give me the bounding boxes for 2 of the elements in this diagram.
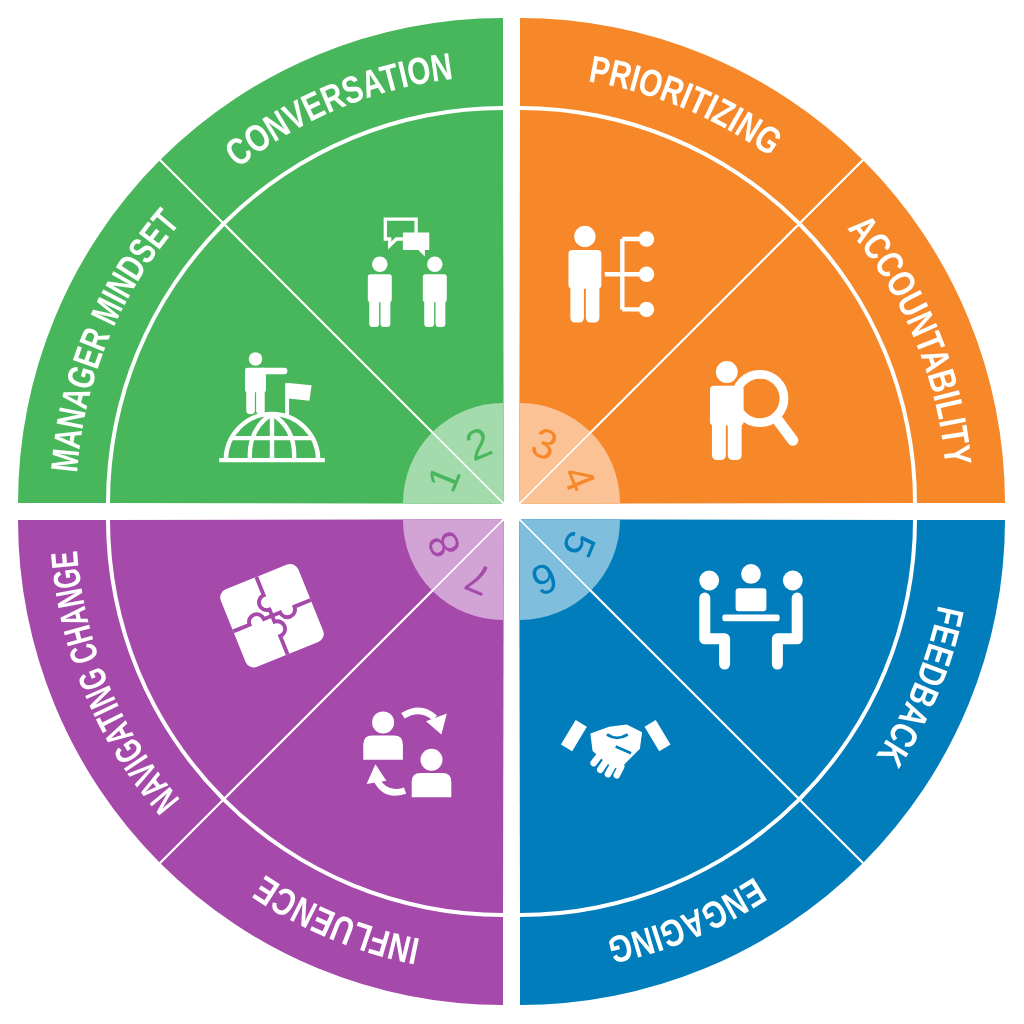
wheel-sector [18,519,503,863]
wheel-sector [519,520,863,1005]
